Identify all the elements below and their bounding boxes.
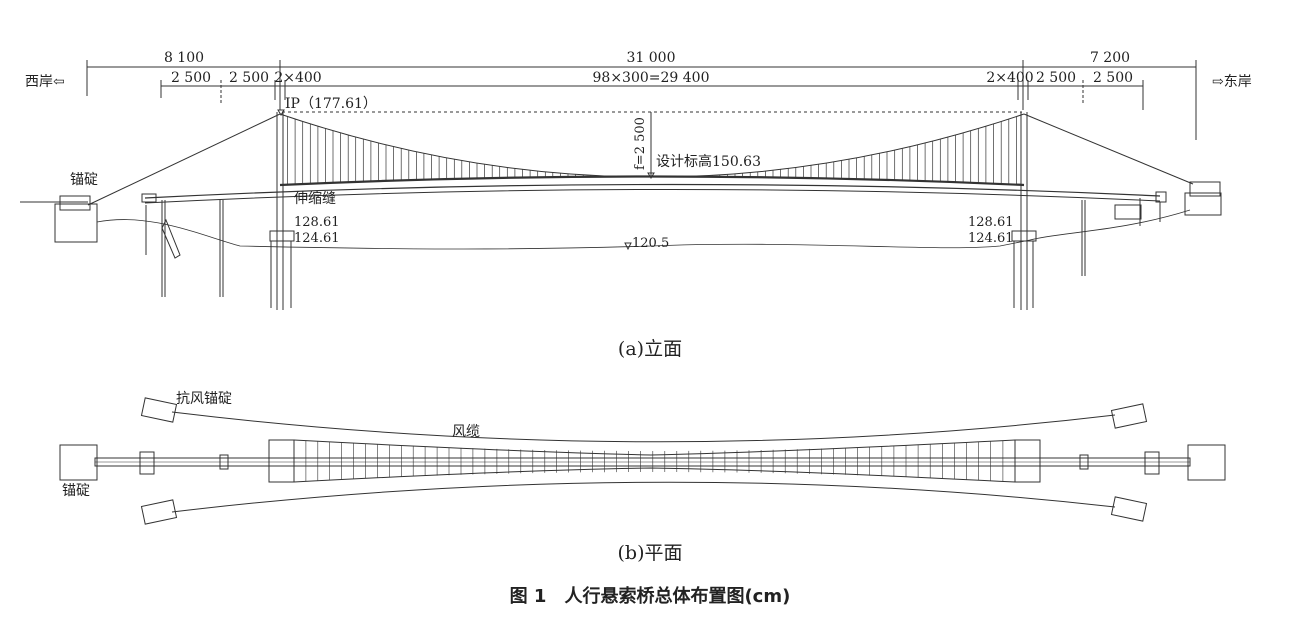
wind-fan-north [293, 439, 1016, 456]
plan-west-pylon [268, 439, 295, 483]
dim-west-sub3: 2×400 [274, 70, 321, 86]
elevation-labels: 8 100 31 000 7 200 2 500 2 500 2×400 98×… [25, 50, 1252, 251]
west-anchor-block [54, 203, 98, 243]
ip-label: IP（177.61） [285, 96, 377, 112]
sag-label: f=2 500 [633, 117, 648, 170]
plan-labels: 抗风锚碇 风缆 锚碇 [62, 391, 480, 499]
figure-title: 图 1 人行悬索桥总体布置图(cm) [509, 586, 791, 607]
ip-marker [277, 109, 285, 116]
dim-west-sub2: 2 500 [229, 70, 269, 86]
plan-west-pier2 [219, 454, 229, 470]
design-elevation-label: 设计标高150.63 [656, 153, 761, 170]
wind-anchor-sw [140, 499, 178, 525]
west-backstay [87, 113, 281, 206]
dim-east-sub2: 2 500 [1036, 70, 1076, 86]
dim-east-sub1: 2×400 [986, 70, 1033, 86]
plan-east-anchor [1187, 444, 1226, 481]
plan-east-pier [1144, 451, 1160, 475]
hanger-group [287, 116, 1017, 185]
west-pier-top-elev: 128.61 [294, 215, 340, 230]
dim-west-span: 8 100 [164, 50, 204, 66]
plan-west-pier [139, 451, 155, 475]
expansion-joint-label: 伸缩缝 [294, 191, 336, 207]
plan-anchor-label: 锚碇 [62, 483, 90, 499]
west-pylon [269, 112, 295, 310]
west-anchor-saddle [59, 195, 91, 211]
east-anchor-block [1184, 192, 1222, 216]
plan-west-anchor [59, 444, 98, 481]
west-bank-label: 西岸⇦ [25, 74, 65, 90]
wind-tie-group [305, 440, 1004, 482]
east-backstay [1023, 113, 1194, 185]
plan-east-pier2 [1079, 454, 1089, 470]
west-approach-piers [141, 193, 224, 297]
west-pier-bottom-elev: 124.61 [294, 231, 340, 246]
dim-west-sub1: 2 500 [171, 70, 211, 86]
wind-anchor-se [1110, 496, 1148, 522]
plan-view [59, 397, 1226, 525]
main-cable [279, 113, 1025, 178]
wind-cable-south [171, 481, 1116, 513]
terrain-profile [96, 209, 1191, 250]
west-anchor-label: 锚碇 [70, 172, 98, 188]
elevation-view [20, 60, 1222, 310]
water-level-label: 120.5 [632, 236, 669, 251]
wind-cable-label: 风缆 [452, 424, 480, 440]
wind-anchor-label: 抗风锚碇 [176, 391, 232, 407]
deck-bottom [144, 188, 1161, 204]
caption-plan: (b)平面 [617, 542, 683, 564]
east-pier-top-elev: 128.61 [968, 215, 1014, 230]
design-elev-marker [647, 172, 655, 179]
dim-east-span: 7 200 [1090, 50, 1130, 66]
deck-top [144, 183, 1161, 199]
wind-anchor-nw [140, 397, 178, 423]
east-pier-bottom-elev: 124.61 [968, 231, 1014, 246]
east-approach-piers [1081, 191, 1167, 276]
wind-anchor-ne [1110, 403, 1148, 429]
east-anchor-saddle [1189, 181, 1221, 197]
deck-main [279, 175, 1025, 187]
dim-main-span: 31 000 [627, 50, 676, 66]
east-bank-label: ⇨东岸 [1212, 74, 1252, 90]
dim-east-sub3: 2 500 [1093, 70, 1133, 86]
wind-fan-south [293, 467, 1016, 483]
dim-main-sub: 98×300=29 400 [593, 70, 710, 86]
wind-cable-north [171, 411, 1116, 443]
plan-east-pylon [1014, 439, 1041, 483]
water-level-marker [624, 242, 632, 251]
caption-elevation: (a)立面 [617, 338, 683, 360]
east-pylon [1011, 112, 1037, 310]
